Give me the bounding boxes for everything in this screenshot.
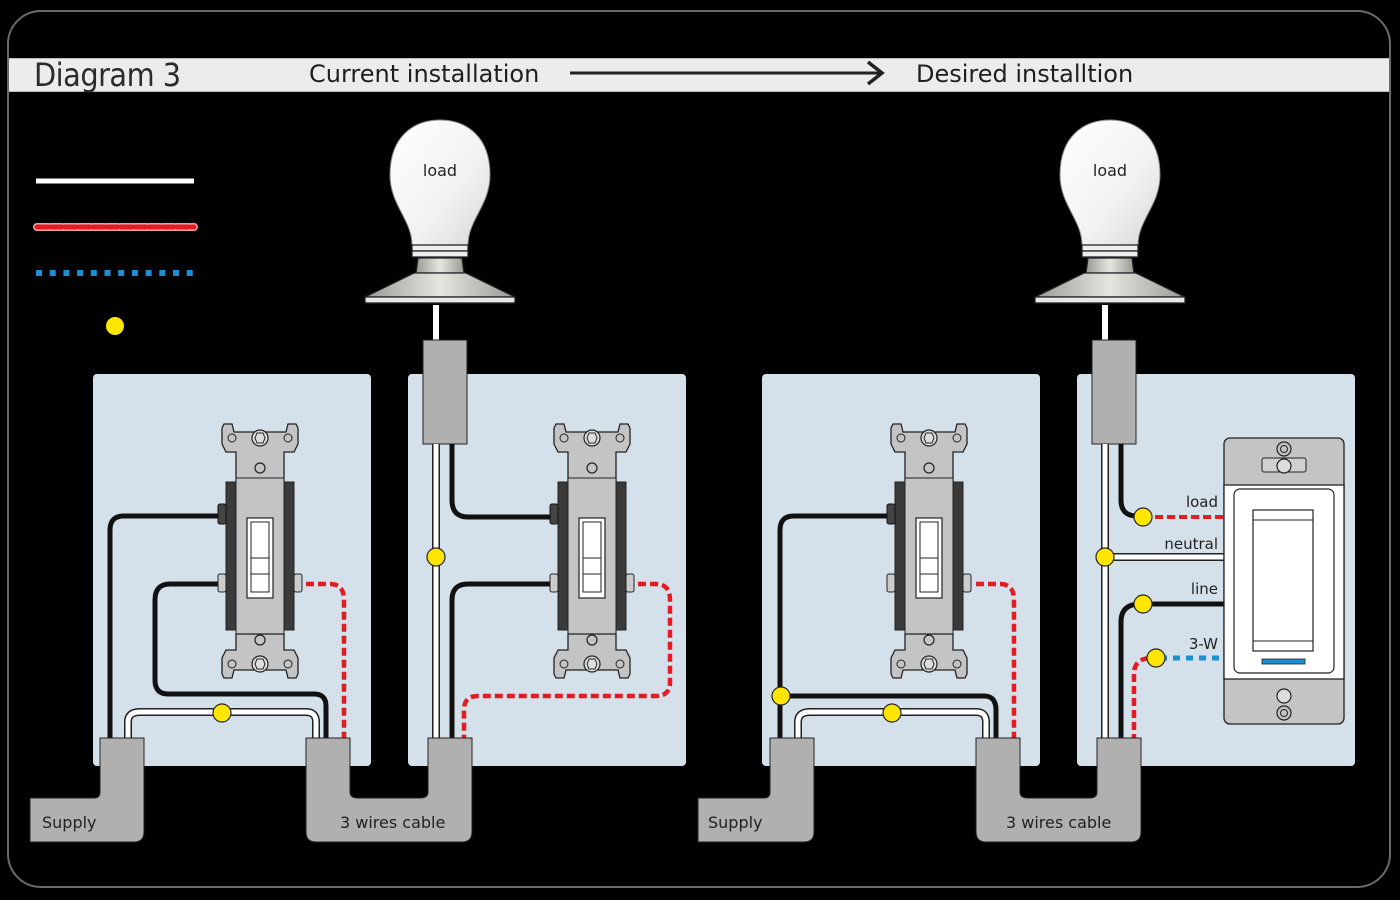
wire-connector (771, 686, 791, 706)
wire-connector (882, 703, 902, 723)
wire-connector (426, 547, 446, 567)
supply-conduit (697, 737, 815, 843)
bulb-load-label: load (1093, 161, 1127, 180)
diagram-title: Diagram 3 (34, 56, 181, 94)
cable-label: 3 wires cable (1006, 813, 1111, 832)
current-installation: load Supply 3 wires cable (29, 119, 686, 843)
desired-installation-label: Desired installtion (916, 60, 1134, 88)
smart-dimmer-switch (1223, 437, 1345, 725)
legend-connector-icon (106, 317, 124, 335)
arrow-right-icon (570, 60, 885, 86)
light-bulb-icon (1034, 119, 1186, 304)
terminal-neutral-label: neutral (1164, 535, 1218, 553)
supply-conduit (29, 737, 145, 843)
terminal-3w-label: 3-W (1189, 635, 1218, 653)
legend (33, 178, 198, 335)
current-installation-label: Current installation (309, 60, 540, 88)
lamp-box-conduit (1091, 339, 1137, 445)
header-banner: Diagram 3 Current installation Desired i… (9, 56, 1389, 94)
terminal-load-label: load (1186, 493, 1218, 511)
three-wire-cable-conduit (975, 737, 1142, 843)
wire-connector (1133, 594, 1153, 614)
led-indicator (1261, 658, 1306, 665)
terminal-line-label: line (1191, 580, 1218, 598)
wire-connector (1095, 547, 1115, 567)
desired-installation: load load neutral line 3-W (697, 119, 1355, 843)
diagram-frame (7, 10, 1391, 888)
wire-connector (1146, 648, 1166, 668)
cable-label: 3 wires cable (340, 813, 445, 832)
bulb-load-label: load (423, 161, 457, 180)
light-bulb-icon (364, 119, 516, 304)
supply-label: Supply (708, 813, 763, 832)
three-wire-cable-conduit (305, 737, 473, 843)
lamp-box-conduit (422, 339, 468, 445)
supply-label: Supply (42, 813, 97, 832)
wire-connector (212, 703, 232, 723)
wire-connector (1133, 507, 1153, 527)
